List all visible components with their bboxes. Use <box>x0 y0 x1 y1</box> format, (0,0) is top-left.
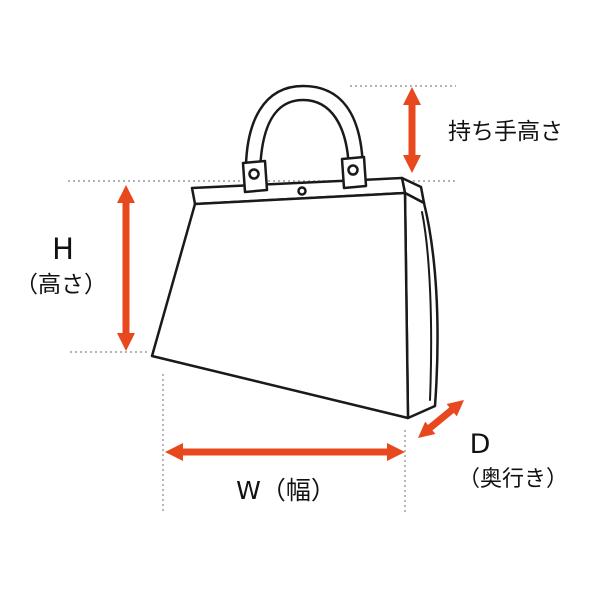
bag-gusset-fold <box>421 211 433 401</box>
arrow-head-down <box>403 155 421 173</box>
bag-handle-ring-left <box>248 168 260 180</box>
arrow-head-down <box>117 333 135 351</box>
height-unit-label: （高さ） <box>15 272 107 298</box>
width-label: W（幅） <box>236 476 336 505</box>
arrow-head-up <box>117 185 135 203</box>
handle-height-label: 持ち手高さ <box>448 119 563 145</box>
bag-illustration <box>150 84 439 420</box>
height-symbol-label: H <box>52 232 74 266</box>
depth-arrow <box>418 400 464 438</box>
arrow-head-right <box>387 443 405 461</box>
arrow-head-upper-right <box>446 400 464 417</box>
dimension-arrows <box>117 87 464 461</box>
arrow-head-up <box>403 87 421 105</box>
height-arrow <box>117 185 135 351</box>
width-arrow <box>165 443 405 461</box>
depth-unit-label: （奥行き） <box>458 467 568 492</box>
bag-gusset <box>403 191 439 420</box>
arrow-head-left <box>165 443 183 461</box>
arrow-head-lower-left <box>418 421 436 438</box>
handle-height-arrow <box>403 87 421 173</box>
dimension-labels: 持ち手高さ H （高さ） W（幅） D （奥行き） <box>15 119 568 505</box>
bag-front-panel <box>150 191 410 420</box>
bag-clasp <box>297 186 307 196</box>
depth-symbol-label: D <box>470 429 491 460</box>
bag-handle-ring-right <box>347 164 359 176</box>
